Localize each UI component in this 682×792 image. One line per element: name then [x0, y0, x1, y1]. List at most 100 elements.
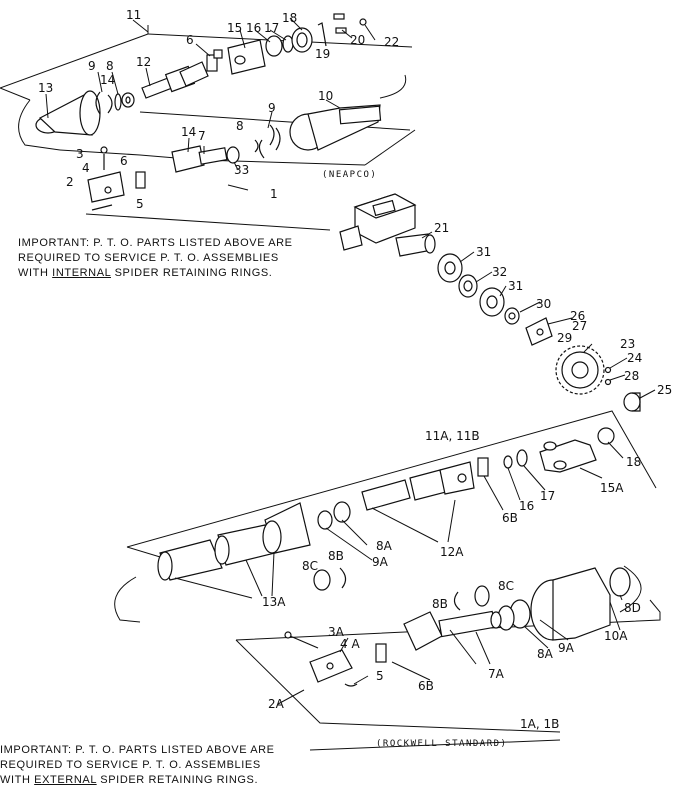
callout-12A: 12A: [440, 545, 464, 559]
upper-caption: (NEAPCO): [322, 170, 377, 180]
part-16-ring: [265, 35, 283, 57]
callout-8A-upper: 8A: [376, 539, 393, 553]
callout-labels: 11 18 15 16 17 20 22 19 6 8 9 12 13 14 1…: [38, 8, 672, 749]
callout-28: 28: [624, 369, 639, 383]
part-6B-spider-lower: [375, 643, 387, 663]
callout-29: 29: [557, 331, 572, 345]
callout-21: 21: [434, 221, 449, 235]
part-18-collar: [291, 27, 313, 53]
part-15-yoke: [227, 39, 266, 75]
part-25-cap: [623, 392, 641, 412]
lower-note-line-3: WITH EXTERNAL SPIDER RETAINING RINGS.: [0, 774, 259, 786]
callout-22: 22: [384, 35, 399, 49]
callout-14-top: 14: [100, 73, 115, 87]
part-12A-inner-shaft: [361, 461, 475, 511]
lower-note-line-2: REQUIRED TO SERVICE P. T. O. ASSEMBLIES: [0, 759, 261, 771]
callout-23: 23: [620, 337, 635, 351]
callout-8C-upper: 8C: [302, 559, 318, 573]
callout-8-lower: 8: [236, 119, 244, 133]
callout-33: 33: [234, 163, 249, 177]
callout-16-lower: 16: [519, 499, 534, 513]
part-13A-inner-tubes: [157, 502, 311, 581]
callout-8B-lower: 8B: [432, 597, 448, 611]
part-26-hub: [525, 317, 553, 346]
part-19-pin: [317, 22, 327, 47]
part-7A-yoke-shaft: [403, 610, 502, 651]
part-23-sprocket: [555, 345, 605, 395]
lower-note-line-1: IMPORTANT: P. T. O. PARTS LISTED ABOVE A…: [0, 744, 275, 756]
callout-4: 4: [82, 161, 90, 175]
callout-10A: 10A: [604, 629, 628, 643]
callout-25: 25: [657, 383, 672, 397]
part-3-4-grease-fitting: [100, 146, 108, 170]
callout-20: 20: [350, 33, 365, 47]
callout-6B-upper: 6B: [502, 511, 518, 525]
callout-8B-upper: 8B: [328, 549, 344, 563]
part-9-rings-right: [258, 124, 281, 159]
callout-12: 12: [136, 55, 151, 69]
callout-9A-upper: 9A: [372, 555, 389, 569]
callout-10: 10: [318, 89, 333, 103]
callout-6-lower: 6: [120, 154, 128, 168]
part-7-yoke-shaft: [171, 145, 240, 173]
callout-2: 2: [66, 175, 74, 189]
callout-14-lower: 14: [181, 125, 196, 139]
part-21-gearbox: [339, 193, 436, 257]
callout-17-lower: 17: [540, 489, 555, 503]
callout-18-lower: 18: [626, 455, 641, 469]
callout-30: 30: [536, 297, 551, 311]
part-22-screw: [359, 18, 367, 26]
part-16-17-rings: [503, 449, 528, 469]
part-6B-spider: [477, 457, 489, 477]
upper-note-line-2: REQUIRED TO SERVICE P. T. O. ASSEMBLIES: [18, 252, 279, 264]
callout-17: 17: [264, 21, 279, 35]
part-32-bearing: [458, 274, 478, 298]
upper-note-line-1: IMPORTANT: P. T. O. PARTS LISTED ABOVE A…: [18, 237, 293, 249]
callout-15: 15: [227, 21, 242, 35]
callout-24: 24: [627, 351, 642, 365]
part-6-cross-spider: [206, 49, 223, 72]
leader-lines: [45, 17, 656, 705]
callout-6B-lower: 6B: [418, 679, 434, 693]
callout-5: 5: [136, 197, 144, 211]
callout-19: 19: [315, 47, 330, 61]
part-2-cross-kit: [87, 171, 125, 211]
callout-31-a: 31: [476, 245, 491, 259]
part-8-bearing: [121, 92, 135, 108]
part-12-inner-shaft: [141, 61, 209, 99]
part-31-washer-b: [479, 287, 505, 317]
part-8C-8B-rings-a: [313, 567, 347, 591]
part-30-nut: [504, 307, 520, 325]
callout-1: 1: [270, 187, 278, 201]
callout-2A: 2A: [268, 697, 285, 711]
part-18-collar-b: [597, 427, 615, 445]
part-13-outer-tube-yoke: [35, 90, 101, 136]
callout-9-right: 9: [268, 101, 276, 115]
part-31-washer-a: [437, 253, 463, 283]
callout-8D: 8D: [624, 601, 641, 615]
callout-32: 32: [492, 265, 507, 279]
callout-8-top: 8: [106, 59, 114, 73]
callout-27: 27: [572, 319, 587, 333]
part-8B-8C-rings-b: [453, 585, 490, 611]
callout-5-lower: 5: [376, 669, 384, 683]
callout-1A-1B: 1A, 1B: [520, 717, 559, 731]
callout-3: 3: [76, 147, 84, 161]
callout-11A-11B: 11A, 11B: [425, 429, 480, 443]
callout-31-b: 31: [508, 279, 523, 293]
callout-15A: 15A: [600, 481, 624, 495]
callout-13: 13: [38, 81, 53, 95]
callout-8A-lower: 8A: [537, 647, 554, 661]
callout-16: 16: [246, 21, 261, 35]
callout-6-top: 6: [186, 33, 194, 47]
callout-4A: 4 A: [340, 637, 360, 651]
callout-8C-lower: 8C: [498, 579, 514, 593]
lower-important-note: IMPORTANT: P. T. O. PARTS LISTED ABOVE A…: [0, 743, 275, 788]
callout-7A: 7A: [488, 667, 505, 681]
callout-18: 18: [282, 11, 297, 25]
callout-3A: 3A: [328, 625, 345, 639]
part-8A-9A-rings-a: [317, 501, 351, 530]
part-6-spider-lower: [135, 171, 146, 189]
external-underlined: EXTERNAL: [34, 774, 97, 786]
